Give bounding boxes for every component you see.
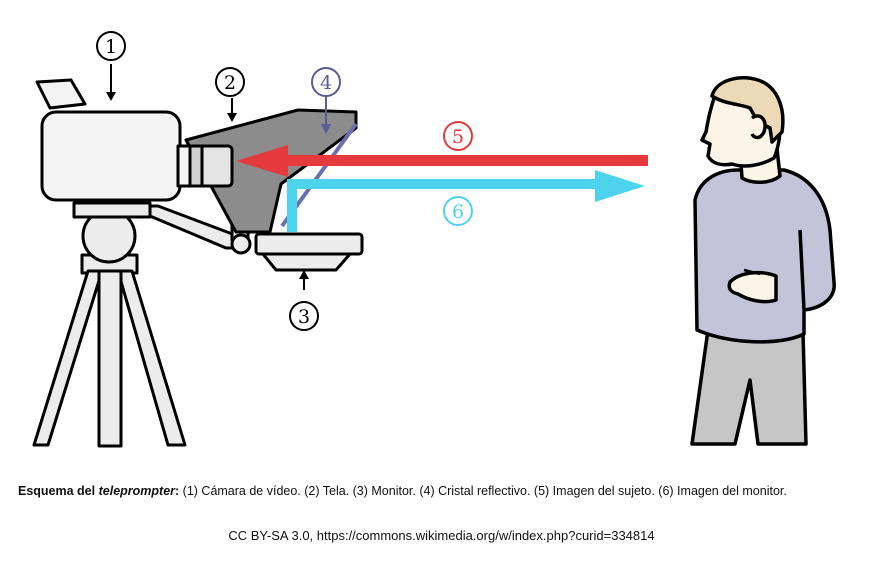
svg-text:4: 4 [320,72,332,94]
person-hair [710,75,785,144]
label-4: 4 [311,67,341,97]
svg-text:5: 5 [452,126,464,148]
label-6: 6 [443,196,473,226]
video-camera [35,78,234,202]
caption-lead: Esquema del teleprompter: [18,484,179,498]
person [690,75,836,446]
caption-text: (1) Cámara de vídeo. (2) Tela. (3) Monit… [179,484,787,498]
teleprompter-diagram: 1 2 3 4 5 6 [32,31,836,448]
label-1: 1 [96,31,126,61]
pointer-arrows [106,64,309,290]
caption-colon: : [175,484,180,498]
svg-text:6: 6 [452,201,464,223]
person-shirt [693,168,836,344]
license-credit: CC BY-SA 3.0, https://commons.wikimedia.… [228,528,655,543]
viewfinder [35,78,87,110]
monitor [254,232,364,272]
subject-image-arrow [236,145,648,177]
svg-text:1: 1 [105,36,117,58]
tripod [32,201,187,448]
svg-text:2: 2 [224,72,236,94]
svg-text:3: 3 [298,306,310,328]
label-2: 2 [215,67,245,97]
glass-pointer [321,94,331,134]
caption-term: teleprompter [98,484,176,498]
monitor-image-arrow [287,170,645,232]
label-3: 3 [289,301,319,331]
figure-caption: Esquema del teleprompter: (1) Cámara de … [18,483,878,499]
label-5: 5 [443,121,473,151]
caption-bold: Esquema del [18,484,96,498]
person-pants [690,328,808,446]
